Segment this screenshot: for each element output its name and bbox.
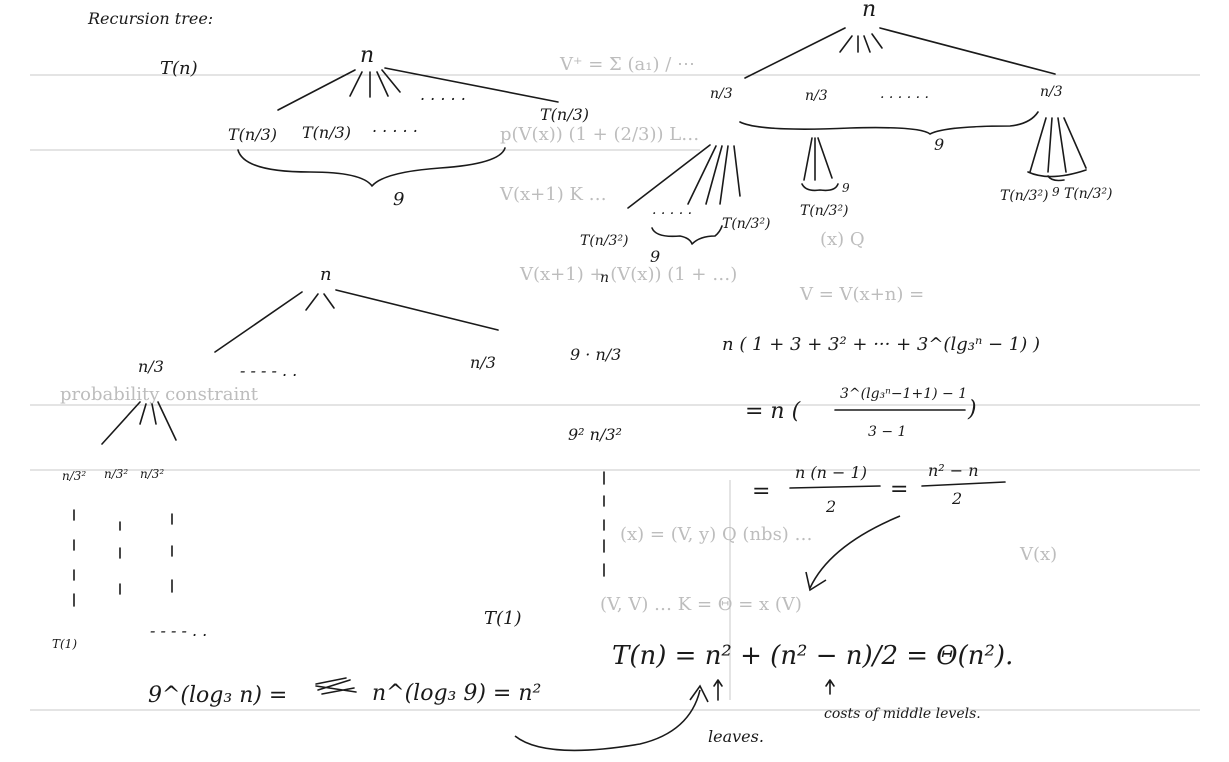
leaf-node: T(1) — [52, 637, 77, 651]
svg-text:(V, V) … K = Θ = x (V): (V, V) … K = Θ = x (V) — [600, 594, 802, 615]
cost-level2-node: n/3² — [62, 469, 86, 483]
right-count: 9 — [1052, 185, 1060, 199]
svg-text:V⁺ = Σ (a₁) / ⋯: V⁺ = Σ (a₁) / ⋯ — [559, 54, 695, 75]
cost-node-right: n/3 — [470, 353, 496, 372]
middle-levels-label: costs of middle levels. — [824, 706, 981, 722]
log-identity-right: n^(log₃ 9) = n² — [372, 681, 541, 706]
log-identity-left: 9^(log₃ n) = — [148, 683, 287, 708]
dots: . . . . . — [372, 117, 418, 136]
dots: . . . . . . — [880, 86, 929, 102]
row-cost-level2: 9² n/3² — [568, 425, 622, 444]
up-arrow-icon — [825, 679, 835, 695]
geometric-sum-derivation: n ( 1 + 3 + 3² + ··· + 3^(lg₃ⁿ − 1) ) = … — [722, 334, 1040, 592]
svg-text:=: = — [890, 477, 908, 502]
branch-count: 9 — [393, 189, 404, 210]
svg-text:p(V(x)) (1 + (2/3)) L…: p(V(x)) (1 + (2/3)) L… — [500, 124, 699, 145]
step3-right-numerator: n² − n — [928, 461, 979, 480]
child-node: T(n/3) — [302, 123, 351, 142]
step2-numerator: 3^(lg₃ⁿ−1+1) − 1 — [840, 386, 967, 402]
cost-level2-node: n/3² — [140, 467, 164, 481]
right-recursion-tree: n n/3 n/3 n/3 . . . . . . 9 T(n/3²) T(n/… — [580, 0, 1113, 286]
arrow-icon — [809, 515, 901, 589]
svg-text:V(x+1) K …: V(x+1) K … — [499, 184, 607, 205]
leaf-node-right: T(1) — [484, 608, 522, 629]
cost-tree: n - - - - . . n/3 n/3 n/3² n/3² n/3² T(1… — [52, 264, 622, 651]
dashes: - - - - . . — [150, 621, 207, 640]
level1-node: n/3 — [710, 86, 733, 102]
level2-node: T(n/3²) — [580, 233, 629, 249]
svg-text:probability constraint: probability constraint — [60, 384, 259, 405]
step3-left-denominator: 2 — [825, 497, 836, 516]
cost-node: n/3 — [138, 357, 164, 376]
bleed-through-background: V⁺ = Σ (a₁) / ⋯ p(V(x)) (1 + (2/3)) L… V… — [30, 54, 1200, 711]
svg-text:(x) Q: (x) Q — [820, 229, 865, 250]
level2-node: T(n/3²) — [1000, 188, 1049, 204]
step2-denominator: 3 − 1 — [868, 424, 906, 440]
child-node: T(n/3) — [540, 105, 589, 124]
level1-node: n/3 — [805, 88, 828, 104]
root-call-label: T(n) — [160, 58, 198, 79]
level2-node: T(n/3²) — [800, 203, 849, 219]
dots: . . . . . — [652, 202, 692, 218]
svg-text:): ) — [967, 397, 977, 422]
svg-text:V(x+1) + (V(x)) (1 + …): V(x+1) + (V(x)) (1 + …) — [519, 264, 737, 285]
step3-right-denominator: 2 — [951, 489, 962, 508]
cost-root-node: n — [320, 264, 332, 285]
stray-n: n — [600, 270, 609, 286]
tree-root-node: n — [360, 43, 374, 68]
level1-node: n/3 — [1040, 84, 1063, 100]
svg-text:V = V(x+n) =: V = V(x+n) = — [799, 284, 924, 305]
level2-node: T(n/3²) — [1064, 186, 1113, 202]
svg-text:(x) = (V, y) Q (nbs) …: (x) = (V, y) Q (nbs) … — [620, 524, 813, 545]
row-cost-level1: 9 · n/3 — [570, 345, 621, 364]
tree-root-node: n — [862, 0, 876, 22]
page-title: Recursion tree: — [87, 9, 213, 28]
level2-node: T(n/3²) — [722, 216, 771, 232]
count-brace — [237, 147, 506, 187]
svg-text:=: = — [752, 479, 770, 504]
scribble-mark — [315, 677, 357, 695]
mid-count: 9 — [842, 181, 850, 195]
dots: . . . . . — [420, 85, 466, 104]
cost-level2-node: n/3² — [104, 467, 128, 481]
child-node: T(n/3) — [228, 125, 277, 144]
bottom-equations: 9^(log₃ n) = n^(log₃ 9) = n² T(n) = n² +… — [148, 641, 1013, 752]
arrow-icon — [514, 689, 701, 752]
brace-count: 9 — [934, 135, 944, 154]
svg-text:V(x): V(x) — [1019, 544, 1057, 565]
step2-prefix: = n ( — [745, 399, 801, 424]
dashes: - - - - . . — [240, 361, 297, 380]
step3-left-numerator: n (n − 1) — [795, 463, 867, 482]
count-brace — [739, 111, 1039, 135]
leaves-label: leaves. — [708, 727, 764, 746]
brace-count: 9 — [650, 247, 660, 266]
up-arrow-icon — [713, 679, 723, 701]
final-recurrence: T(n) = n² + (n² − n)/2 = Θ(n²). — [612, 641, 1013, 671]
left-recursion-tree: T(n) n T(n/3) T(n/3) T(n/3) . . . . . . … — [160, 43, 589, 210]
sum-expression: n ( 1 + 3 + 3² + ··· + 3^(lg₃ⁿ − 1) ) — [722, 334, 1040, 355]
